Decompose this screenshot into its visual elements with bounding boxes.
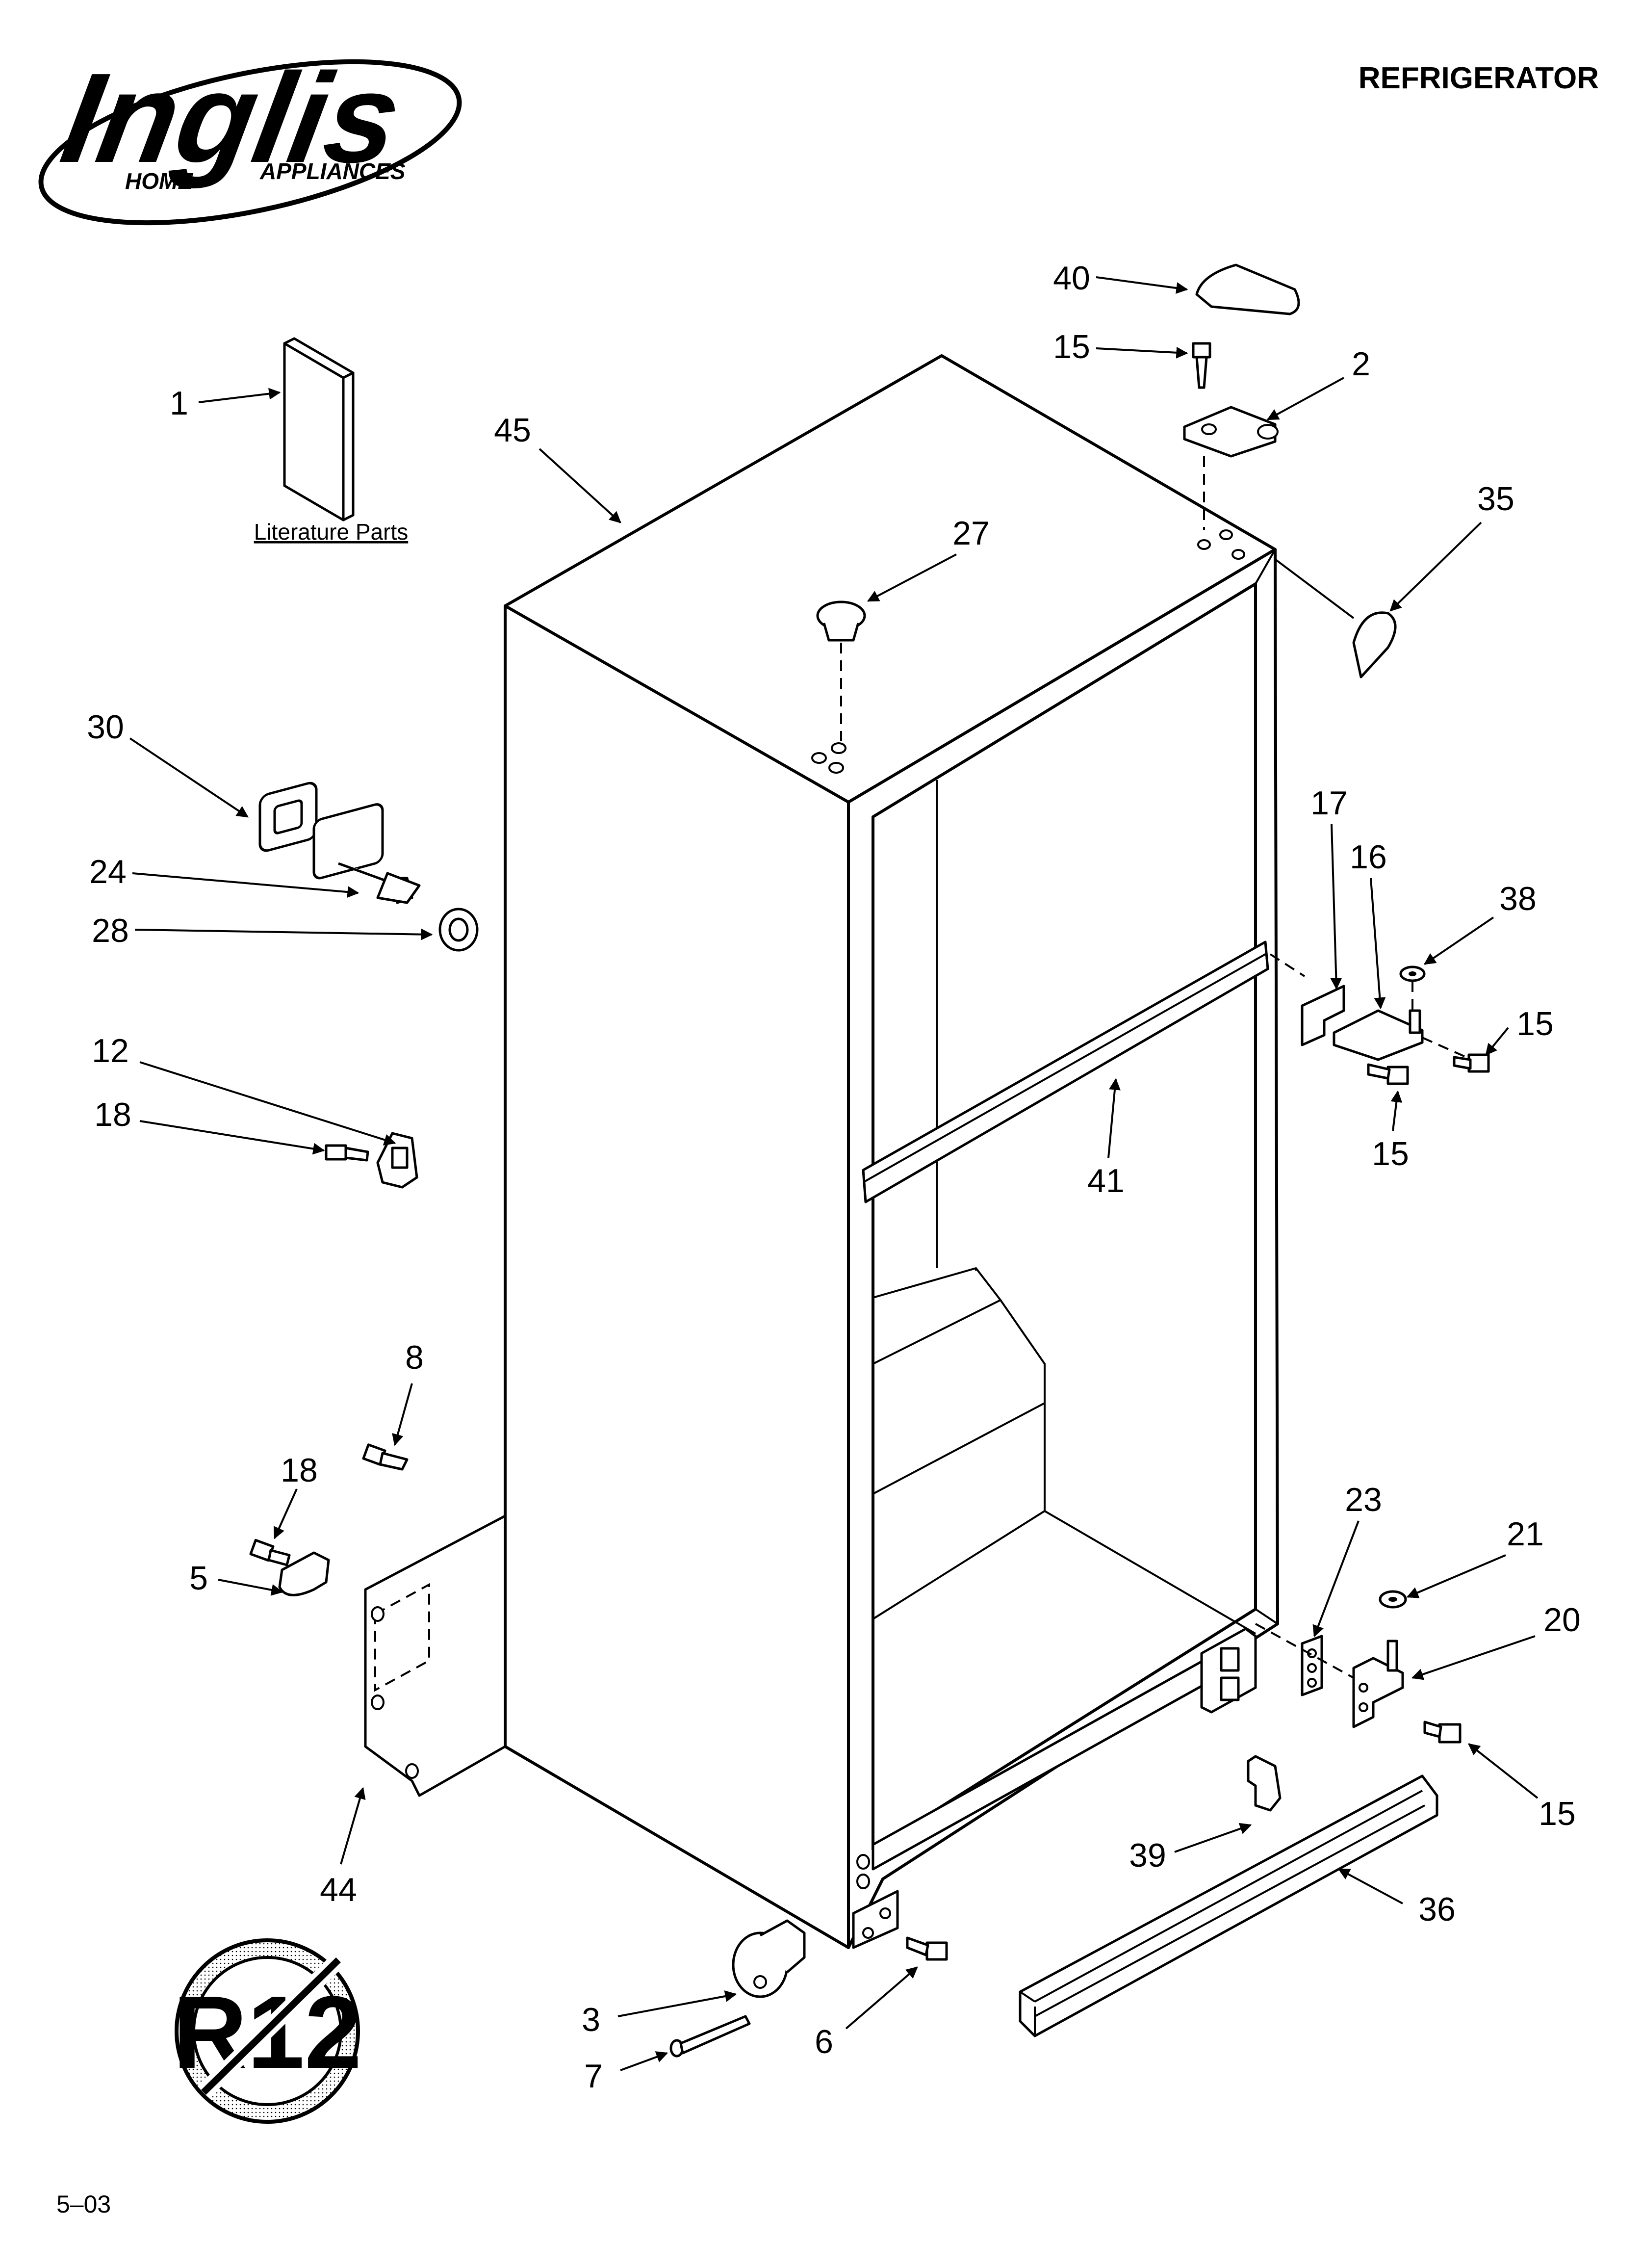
callout-3: 3: [582, 2001, 600, 2038]
literature-parts-label: Literature Parts: [254, 519, 408, 545]
callout-35: 35: [1477, 480, 1514, 518]
callout-15-bottom: 15: [1539, 1795, 1576, 1832]
screw-top: [1192, 342, 1211, 389]
callout-41: 41: [1087, 1162, 1125, 1199]
leader-lines: [129, 276, 1539, 2071]
brand-sub-appliances: APPLIANCES: [259, 158, 406, 184]
screw-clip: [325, 1144, 369, 1162]
callout-15-mid-right: 15: [1516, 1005, 1554, 1043]
cam-pin: [669, 2015, 751, 2058]
grille-clip: [1247, 1755, 1282, 1812]
screw-eight: [362, 1443, 409, 1471]
callout-38: 38: [1499, 880, 1537, 917]
hinge-shim: [1301, 1635, 1323, 1696]
callout-6: 6: [815, 2023, 833, 2060]
callout-24: 24: [89, 853, 127, 890]
callout-12: 12: [92, 1032, 129, 1069]
no-r12-badge: R12: [173, 1938, 362, 2124]
brand-logo: Inglis HOME APPLIANCES: [38, 47, 462, 226]
callout-23: 23: [1345, 1481, 1382, 1518]
callout-7: 7: [584, 2058, 603, 2095]
callout-15-mid-lower: 15: [1372, 1135, 1409, 1173]
callout-5: 5: [189, 1560, 208, 1597]
callout-39: 39: [1129, 1837, 1166, 1874]
callout-45: 45: [494, 412, 531, 449]
brand-sub-home: HOME: [125, 168, 193, 194]
screw-lower: [249, 1538, 291, 1566]
screw-six: [906, 1936, 948, 1961]
screw-bottom-right: [1423, 1721, 1462, 1744]
callout-36: 36: [1418, 1891, 1456, 1928]
callout-1: 1: [170, 385, 188, 422]
leveling-cam: [732, 1919, 806, 1998]
center-hinge: [1333, 1009, 1424, 1061]
bottom-leg-bracket: [852, 1890, 899, 1949]
brand-wordmark: Inglis: [52, 47, 410, 190]
grommet: [438, 908, 479, 952]
divider-rail: [862, 940, 1269, 1203]
callout-21: 21: [1507, 1515, 1544, 1553]
callout-2: 2: [1352, 345, 1370, 383]
callout-44: 44: [320, 1871, 357, 1908]
center-hinge-bracket: [1301, 985, 1345, 1046]
wire-clip: [376, 1132, 418, 1189]
callout-17: 17: [1310, 784, 1348, 822]
literature-booklet: [283, 337, 355, 521]
callout-28: 28: [92, 912, 129, 949]
hinge-cap: [1352, 611, 1397, 678]
washer-bottom: [1379, 1590, 1407, 1609]
callout-18-upper: 18: [94, 1096, 131, 1133]
back-panel: [364, 1514, 507, 1797]
screw-mid-lower: [1367, 1063, 1409, 1085]
washer-top: [1399, 965, 1426, 982]
callout-15-top: 15: [1053, 328, 1090, 365]
callout-30: 30: [87, 708, 124, 746]
callout-16: 16: [1350, 838, 1387, 876]
callout-18-lower: 18: [281, 1452, 318, 1489]
callout-40: 40: [1053, 260, 1090, 297]
top-hinge: [1183, 406, 1277, 458]
thermostat-knob: [312, 803, 421, 904]
hinge-cover: [1195, 263, 1300, 315]
bottom-hinge: [1352, 1640, 1404, 1728]
cabinet-hinge-mount: [1200, 1627, 1257, 1714]
base-grille: [1019, 1774, 1438, 2037]
plug-button: [816, 600, 866, 642]
page-code: 5–03: [56, 2190, 111, 2218]
control-bezel: [258, 782, 318, 852]
cabinet: [504, 354, 1279, 1949]
callout-27: 27: [952, 515, 990, 552]
screw-mid-right: [1453, 1053, 1490, 1073]
callout-labels: 1 45 40 15 2 35 27 30 24 28 17 16 38 15 …: [87, 260, 1581, 2095]
callout-20: 20: [1543, 1601, 1581, 1639]
page-title: REFRIGERATOR: [1359, 61, 1599, 95]
callout-8: 8: [405, 1339, 424, 1376]
